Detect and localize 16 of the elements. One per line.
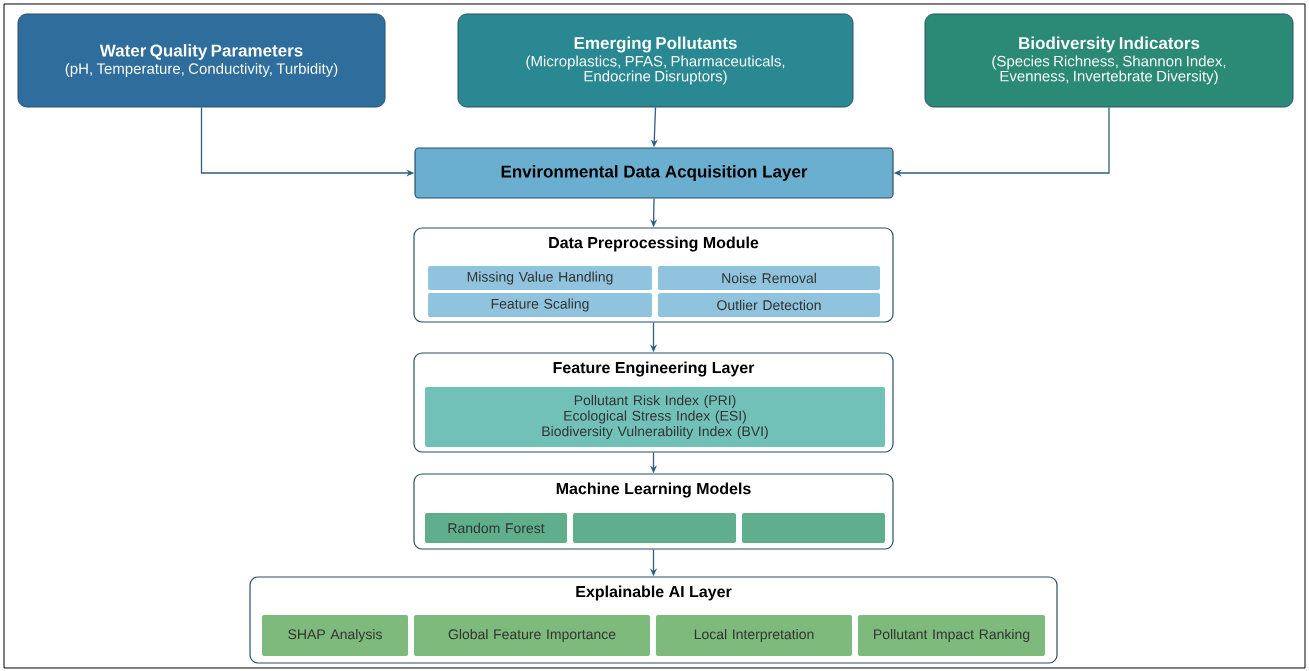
component-box: Global Feature Importance [414,615,650,656]
component-box: Missing Value Handling [428,266,652,290]
empty-box [742,513,885,543]
component-box: Pollutant Impact Ranking [858,615,1045,656]
input-box: Water Quality Parameters (pH, Temperature, Conductivity, Turbidity) [17,13,386,108]
component-box: Noise Removal [658,266,880,290]
component-box: Local Interpretation [656,615,852,656]
component-box: Random Forest [425,513,567,543]
layer-box: Environmental Data Acquisition Layer [414,147,894,199]
empty-box [573,513,736,543]
component-box: Feature Scaling [428,293,652,317]
component-box: Outlier Detection [658,293,880,317]
input-box: Emerging Pollutants (Microplastics, PFAS, Pharmaceuticals, Endocrine Disruptors) [457,13,854,108]
component-box: Pollutant Risk Index (PRI) Ecological Stress Index (ESI) Biodiversity Vulnerability Index (BVI) [425,387,885,447]
component-box: SHAP Analysis [262,615,408,656]
input-box: Biodiversity Indicators (Species Richness, Shannon Index, Evenness, Invertebrate Diversity) [924,13,1294,108]
